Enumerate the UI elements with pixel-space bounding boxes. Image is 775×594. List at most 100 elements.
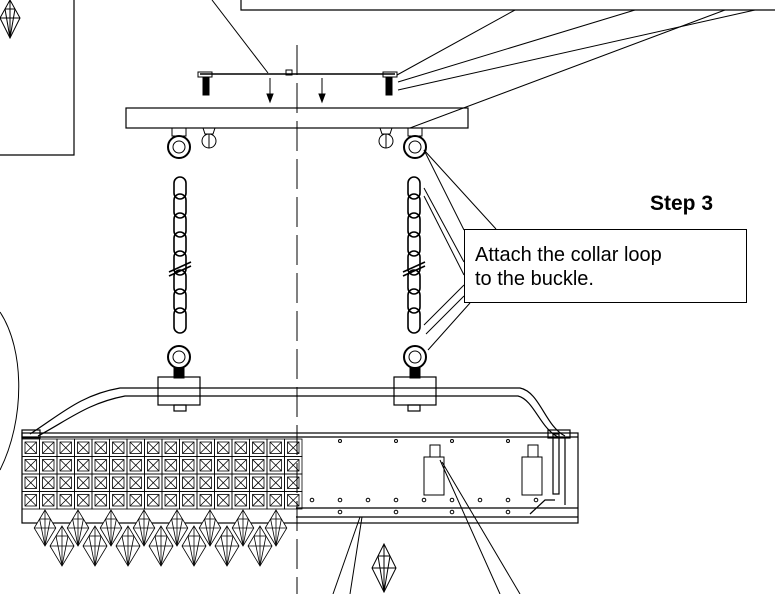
rivet [505,497,511,503]
crystal-tile [144,473,163,492]
bolt-down-arrow-left [266,78,274,104]
crystal-tile [39,456,58,475]
crystal-drop-icon [132,509,156,547]
crystal-tile [214,491,233,510]
rivet [365,497,371,503]
crystal-drop-icon [33,509,57,547]
rivet [506,439,510,443]
crystal-tile [21,491,40,510]
rivet [505,509,511,515]
crystal-tile [56,491,75,510]
top-callout-leaders [211,0,775,129]
crystal-tile [109,456,128,475]
rivet [337,509,343,515]
rivet [533,497,539,503]
crystal-drop-icon [165,509,189,547]
crystal-tile [231,456,250,475]
rivet [337,497,343,503]
crystal-tile [39,438,58,457]
crystal-tile [161,438,180,457]
crystal-tile [126,491,145,510]
crystal-tile [284,456,303,475]
crystal-drop-icon [181,525,207,567]
crystal-tile [109,473,128,492]
crystal-drop-icon [82,525,108,567]
rivet [338,439,342,443]
crystal-drops [33,509,288,567]
left-arc [0,311,20,471]
crystal-drop-icon [66,509,90,547]
crystal-tile [74,491,93,510]
crystal-tile [39,491,58,510]
crystal-tile [161,456,180,475]
chain-right [402,176,426,334]
step-title: Step 3 [650,192,714,215]
crystal-tile [214,456,233,475]
crystal-tile [74,438,93,457]
crystal-tile [126,438,145,457]
instruction-line-1: Attach the collar loop [475,244,662,266]
crystal-tile [266,438,285,457]
crystal-tile [231,438,250,457]
rivet [477,497,483,503]
crystal-drop-icon [247,525,273,567]
crystal-tile [284,438,303,457]
light-sockets [423,444,543,496]
crystal-tile [56,473,75,492]
crystal-tile [179,491,198,510]
rivet [449,509,455,515]
crystal-drop-icon [148,525,174,567]
crystal-tile [214,473,233,492]
crystal-tile [266,491,285,510]
crystal-tile [249,473,268,492]
crystal-tile [109,491,128,510]
rivet [449,497,455,503]
instruction-line-2: to the buckle. [475,268,594,290]
crystal-tile [91,473,110,492]
crystal-tile [179,456,198,475]
crystal-tile [196,473,215,492]
bolt-down-arrow-right [318,78,326,104]
crystal-drop-icon [0,0,21,40]
crystal-tile [161,473,180,492]
crystal-drop-icon [264,509,288,547]
crystal-drop-icon [198,509,222,547]
top-left-inset [0,0,75,156]
crystal-tile [109,438,128,457]
crystal-tile [144,491,163,510]
crystal-drop-icon [99,509,123,547]
crystal-tile [144,438,163,457]
step3-leaders [423,149,497,351]
rivet [309,497,315,503]
crystal-tile [179,473,198,492]
rivet [394,439,398,443]
crystal-drop-icon [49,525,75,567]
rivet [421,497,427,503]
crystal-drop-icon [371,542,397,594]
canopy-hooks [167,127,427,159]
crystal-tile [231,473,250,492]
crystal-tile [179,438,198,457]
crystal-tile [126,456,145,475]
chain-left [168,176,192,334]
crystal-tile [284,473,303,492]
crystal-drop-icon [214,525,240,567]
crystal-tile [231,491,250,510]
rivet-row [309,439,539,515]
crystal-tile [284,491,303,510]
screw-left [202,76,210,96]
crystal-tile [91,456,110,475]
crystal-tile [196,438,215,457]
crystal-tile [91,491,110,510]
eye-bolts-lower [167,345,427,379]
crystal-tile [21,473,40,492]
bottom-leaders [332,459,521,594]
crystal-tile [56,438,75,457]
crystal-tile [21,438,40,457]
crystal-drop-icon [231,509,255,547]
support-arm [29,376,566,438]
instruction-callout: Attach the collar loop to the buckle. [464,229,747,303]
rivet [393,497,399,503]
